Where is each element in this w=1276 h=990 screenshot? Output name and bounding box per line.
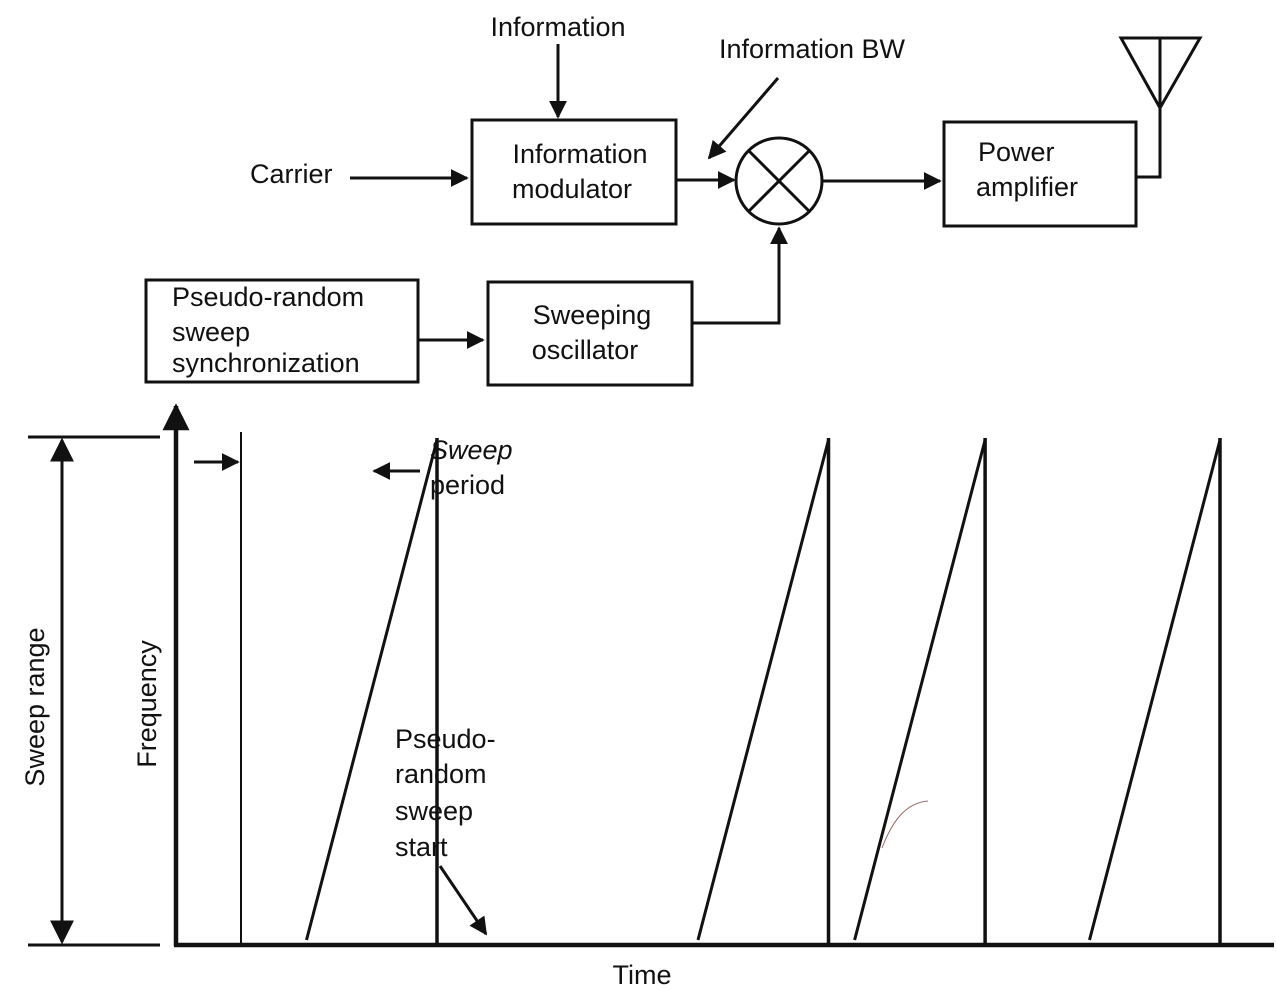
pseudo-random-sync-label-line2: sweep — [172, 317, 250, 347]
sweep-ramps — [305, 438, 1222, 945]
sweep-period-label-line2: period — [430, 470, 505, 500]
pseudo-random-start-label-line2: random — [395, 759, 487, 789]
pseudo-random-sync-block: Pseudo-random sweep synchronization — [144, 278, 420, 384]
frequency-axis-label: Frequency — [132, 640, 162, 768]
sweep-period-label-line1: Sweep — [430, 435, 513, 465]
pseudo-random-sync-label-line3: synchronization — [172, 348, 360, 378]
carrier-label: Carrier — [250, 159, 333, 189]
pseudo-random-start-label-line3: sweep — [395, 796, 473, 826]
sweep-ramp-3 — [853, 439, 987, 941]
sweep-range-label: Sweep range — [20, 627, 50, 786]
pseudo-random-sync-box — [144, 278, 420, 384]
block-diagram: Information Information BW Carrier Infor… — [144, 12, 1203, 387]
power-amplifier-label-line1: Power — [978, 137, 1055, 167]
power-amplifier-box — [942, 120, 1138, 228]
sweep-ramp-4 — [1088, 439, 1222, 941]
information-modulator-label-line1: Information — [512, 139, 647, 169]
information-modulator-block: Information modulator — [470, 118, 678, 226]
pseudo-random-sync-label-line1: Pseudo-random — [172, 282, 364, 312]
sweeping-oscillator-label-line1: Sweeping — [533, 300, 652, 330]
amplifier-to-antenna-line — [1136, 108, 1162, 179]
pseudo-random-start-label-line1: Pseudo- — [395, 724, 496, 754]
sweep-chart: Frequency Time Sweep range Sweep period … — [20, 403, 1274, 990]
sweeping-oscillator-box — [486, 280, 694, 387]
pseudo-random-start-label-line4: start — [395, 832, 448, 862]
power-amplifier-label-line2: amplifier — [976, 172, 1078, 202]
information-label: Information — [490, 12, 625, 42]
sweeping-oscillator-block: Sweeping oscillator — [486, 280, 694, 387]
sweep-ramp-2 — [696, 439, 830, 941]
pseudo-random-start-arrow — [438, 865, 488, 936]
information-modulator-label-line2: modulator — [512, 174, 632, 204]
information-modulator-box — [470, 118, 678, 226]
antenna-icon — [1118, 36, 1203, 112]
information-bw-arrow — [707, 77, 780, 160]
sweeping-oscillator-label-line2: oscillator — [532, 335, 639, 365]
mixer-icon — [734, 136, 824, 226]
sweep-ramp-1 — [305, 439, 439, 941]
power-amplifier-block: Power amplifier — [942, 120, 1138, 228]
time-axis-label: Time — [613, 960, 672, 990]
oscillator-to-mixer-arrow — [692, 226, 788, 325]
pen-mark — [881, 800, 929, 849]
information-bw-label: Information BW — [719, 34, 906, 64]
